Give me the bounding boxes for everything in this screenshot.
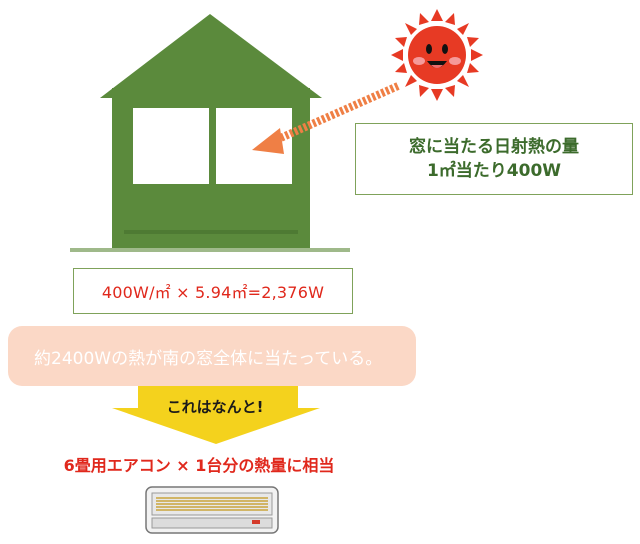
sun-icon — [391, 9, 483, 101]
solar-heat-info-box: 窓に当たる日射熱の量 1㎡当たり400W — [355, 123, 633, 195]
info-box-title: 窓に当たる日射熱の量 — [409, 137, 579, 157]
heat-ray-arrow-icon — [252, 82, 400, 154]
heat-calculation-formula: 400W/㎡ × 5.94㎡=2,376W — [73, 268, 353, 314]
info-box-value: 1㎡当たり400W — [426, 161, 562, 181]
window-icon — [133, 108, 292, 184]
air-conditioner-icon — [145, 486, 279, 534]
surprise-label: これはなんと! — [166, 398, 264, 416]
aircon-equivalence-text: 6畳用エアコン × 1台分の熱量に相当 — [63, 456, 335, 475]
banner-text: 約2400Wの熱が南の窓全体に当たっている。 — [34, 348, 383, 369]
total-heat-banner: 約2400Wの熱が南の窓全体に当たっている。 — [8, 326, 416, 386]
house-icon — [70, 14, 350, 252]
down-arrow-icon — [112, 386, 320, 444]
